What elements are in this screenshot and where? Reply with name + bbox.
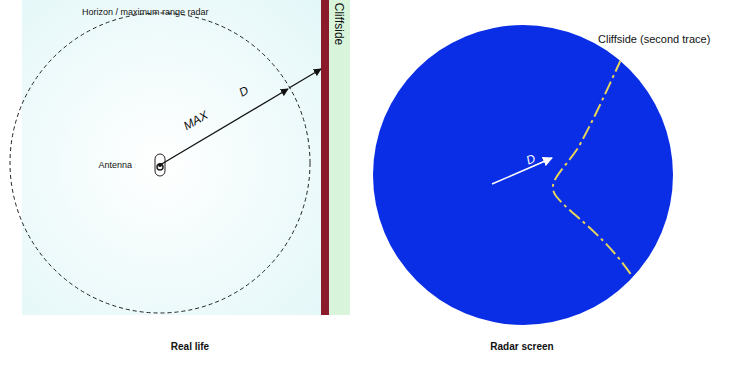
panel-title: Real life bbox=[171, 341, 209, 352]
max-arrow bbox=[160, 89, 288, 165]
range-label: Horizon / maximum range radar bbox=[82, 8, 209, 18]
sea-area bbox=[22, 0, 322, 315]
vertical-label: Cliffside bbox=[333, 3, 347, 45]
arrow-origin bbox=[158, 163, 162, 167]
cliff-face bbox=[321, 0, 329, 315]
trace-label: Cliffside (second trace) bbox=[598, 33, 710, 45]
cliff-echo-trace bbox=[553, 36, 632, 276]
d-arrow bbox=[289, 69, 321, 88]
d-arrow-screen bbox=[492, 158, 552, 184]
panel-title: Radar screen bbox=[490, 341, 553, 352]
cliff-band: Cliffside bbox=[329, 0, 350, 315]
antenna-icon bbox=[155, 154, 165, 176]
antenna-label: Antenna bbox=[98, 161, 132, 171]
horizon-circle bbox=[10, 13, 310, 313]
radar-screen bbox=[373, 25, 673, 325]
